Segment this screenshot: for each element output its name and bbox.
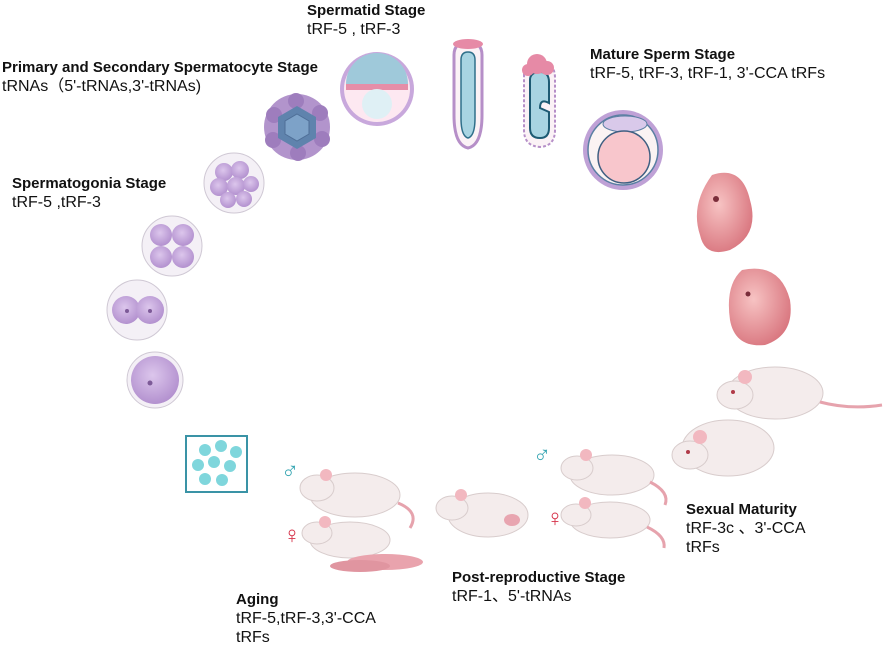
- stage-title: Mature Sperm Stage: [590, 46, 736, 63]
- two-cell-icon: [106, 279, 168, 341]
- spermatid-round-cell-icon: [340, 52, 414, 126]
- spermatogonia-stage-label: Spermatogonia Stage tRF-5 ,tRF-3: [12, 174, 166, 212]
- stage-title: Spermatogonia Stage: [12, 175, 167, 192]
- stage-rna-list: tRF-5,tRF-3,3'-CCA: [236, 610, 376, 627]
- spermatocyte-stage-label: Primary and Secondary Spermatocyte Stage…: [2, 58, 318, 96]
- stage-rna-list: tRF-1、5'-tRNAs: [452, 588, 572, 605]
- stage-rna-list: tRF-3c 、3'-CCA: [686, 520, 806, 537]
- stage-rna-list: tRNAs（5'-tRNAs,3'-tRNAs): [2, 78, 202, 95]
- young-mouse-icon: [716, 366, 883, 420]
- mature-female-mouse-icon: [560, 497, 666, 549]
- stage-title: Aging: [236, 591, 279, 608]
- stage-rna-list: tRF-5, tRF-3, tRF-1, 3'-CCA tRFs: [590, 65, 826, 82]
- female-symbol-icon: ♀: [546, 505, 564, 532]
- offspring-pups-icon: [330, 554, 423, 572]
- stage-rna-list: tRFs: [686, 539, 720, 556]
- stage-title: Spermatid Stage: [307, 2, 426, 19]
- male-symbol-icon: ♂: [281, 458, 299, 485]
- post-reproductive-mouse-icon: [435, 489, 529, 538]
- adult-mouse-icon: [671, 419, 775, 477]
- stage-title: Post-reproductive Stage: [452, 569, 626, 586]
- embryo-late-icon: [728, 268, 791, 346]
- stage-rna-list: tRF-5 , tRF-3: [307, 21, 401, 38]
- female-symbol-icon: ♀: [283, 522, 301, 549]
- aging-male-mouse-icon: [299, 469, 415, 529]
- aging-female-mouse-icon: [301, 516, 391, 559]
- aging-stage-label: Aging tRF-5,tRF-3,3'-CCA tRFs: [236, 590, 376, 647]
- elongating-spermatid-icon: [452, 39, 484, 150]
- mature-sperm-cell-icon: [583, 110, 663, 190]
- mature-sperm-stage-label: Mature Sperm Stage tRF-5, tRF-3, tRF-1, …: [590, 45, 825, 83]
- morula-cell-icon: [203, 152, 265, 214]
- senescent-cells-box-icon: [185, 435, 248, 493]
- four-cell-icon: [141, 215, 203, 277]
- stage-rna-list: tRFs: [236, 629, 270, 646]
- late-spermatid-icon: [522, 54, 556, 149]
- post-reproductive-stage-label: Post-reproductive Stage tRF-1、5'-tRNAs: [452, 568, 625, 606]
- mature-male-mouse-icon: [560, 449, 668, 506]
- spermatid-stage-label: Spermatid Stage tRF-5 , tRF-3: [307, 1, 425, 39]
- zygote-cell-icon: [126, 351, 184, 409]
- stage-rna-list: tRF-5 ,tRF-3: [12, 194, 101, 211]
- sexual-maturity-stage-label: Sexual Maturity tRF-3c 、3'-CCA tRFs: [686, 500, 806, 557]
- stage-title: Primary and Secondary Spermatocyte Stage: [2, 59, 318, 76]
- spermatocyte-cell-icon: [264, 93, 330, 161]
- male-symbol-icon: ♂: [533, 442, 551, 469]
- embryo-early-icon: [696, 172, 753, 253]
- stage-title: Sexual Maturity: [686, 501, 797, 518]
